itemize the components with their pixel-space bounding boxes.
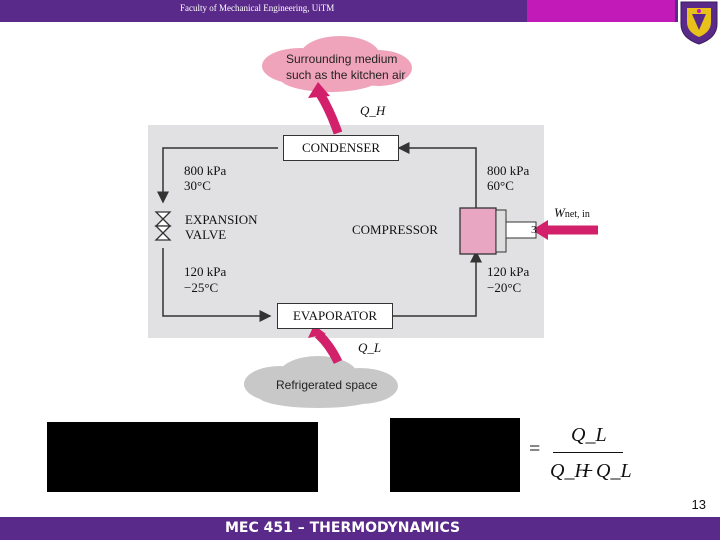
wnet-subscript: net, in bbox=[564, 209, 590, 220]
fraction-bar bbox=[553, 452, 623, 453]
redacted-box-right bbox=[390, 418, 520, 492]
header-title: Faculty of Mechanical Engineering, UiTM bbox=[180, 3, 335, 13]
refrigerated-space-cloud bbox=[244, 356, 398, 408]
equation-equals: = bbox=[529, 438, 541, 460]
expansion-label-1: EXPANSION bbox=[185, 212, 258, 227]
state-120kpa-20c-pressure: 120 kPa bbox=[487, 264, 530, 279]
state-120kpa-20c-temp: −20°C bbox=[487, 280, 522, 295]
footer-bar bbox=[0, 517, 720, 540]
qh-label: Q_H bbox=[360, 103, 386, 118]
evaporator-box: EVAPORATOR bbox=[277, 303, 393, 329]
heat-absorption-arrow bbox=[314, 330, 343, 364]
refrigerated-space-label: Refrigerated space bbox=[276, 378, 378, 392]
state-800kpa-30c-temp: 30°C bbox=[184, 178, 211, 193]
state-120kpa-25c-pressure: 120 kPa bbox=[184, 264, 227, 279]
wnet-label: Wnet, in bbox=[554, 205, 590, 221]
equation-minus: − bbox=[582, 460, 594, 482]
footer-title: MEC 451 – THERMODYNAMICS bbox=[225, 520, 461, 536]
equation-denominator-left: Q_H bbox=[550, 460, 589, 482]
state-number-label: 3 bbox=[531, 224, 537, 236]
university-crest-logo bbox=[680, 1, 718, 45]
expansion-label-2: VALVE bbox=[185, 227, 227, 242]
expansion-valve-symbol bbox=[154, 211, 172, 241]
state-800kpa-60c-pressure: 800 kPa bbox=[487, 163, 530, 178]
redacted-box-left bbox=[47, 422, 318, 492]
state-800kpa-60c-temp: 60°C bbox=[487, 178, 514, 193]
surrounding-medium-cloud bbox=[262, 36, 412, 92]
condenser-box: CONDENSER bbox=[283, 135, 399, 161]
equation-denominator-right: Q_L bbox=[596, 460, 632, 482]
surrounding-medium-label-1: Surrounding medium bbox=[286, 52, 398, 66]
ql-label: Q_L bbox=[358, 340, 382, 355]
heat-rejection-arrow bbox=[316, 91, 343, 135]
page-number: 13 bbox=[691, 497, 706, 512]
wnet-symbol: W bbox=[554, 205, 565, 220]
state-800kpa-30c-pressure: 800 kPa bbox=[184, 163, 227, 178]
compressor-symbol bbox=[459, 207, 537, 255]
header-bar bbox=[0, 0, 678, 22]
state-120kpa-25c-temp: −25°C bbox=[184, 280, 219, 295]
surrounding-medium-label-2: such as the kitchen air bbox=[286, 68, 406, 82]
header-accent bbox=[527, 0, 675, 22]
compressor-label: COMPRESSOR bbox=[352, 222, 438, 237]
equation-numerator: Q_L bbox=[571, 424, 607, 446]
